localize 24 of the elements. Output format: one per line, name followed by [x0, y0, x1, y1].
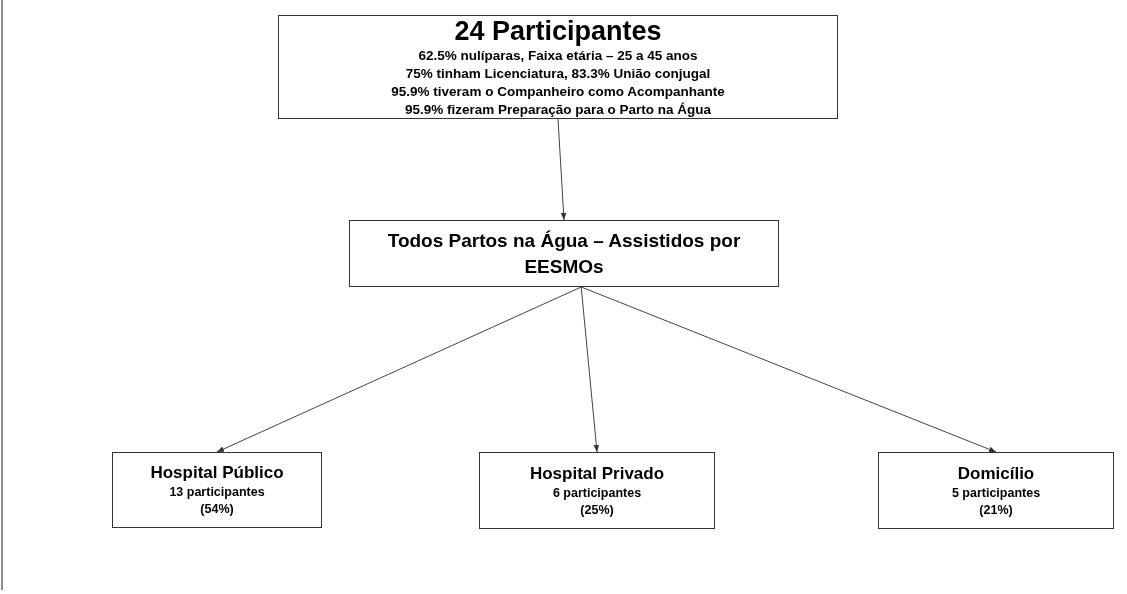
arrow [557, 118, 567, 221]
node-detail: 5 participantes [951, 484, 1041, 502]
arrow [580, 286, 600, 453]
node-title: Todos Partos na Água – Assistidos por EESMOs [386, 228, 742, 279]
node-detail: 6 participantes [552, 484, 642, 502]
node-detail: 95.9% fizeram Preparação para o Parto na Água [404, 101, 712, 119]
node-title: Hospital Privado [529, 462, 665, 485]
node-detail: (21%) [979, 501, 1013, 519]
process-box [278, 15, 838, 119]
node-detail: 95.9% tiveram o Companheiro como Acompanhante [391, 83, 725, 101]
process-box [479, 452, 715, 529]
node-detail: (54%) [200, 501, 234, 518]
node-title: Hospital Público [150, 462, 284, 484]
arrow [216, 286, 582, 453]
node-detail: 75% tinham Licenciatura, 83.3% União conjugal [405, 65, 711, 83]
process-box [349, 220, 779, 287]
node-detail: (25%) [580, 501, 614, 519]
process-box [878, 452, 1114, 529]
node-detail: 13 participantes [169, 484, 265, 501]
node-detail: 62.5% nulíparas, Faixa etária – 25 a 45 anos [418, 47, 698, 65]
arrow [580, 286, 997, 453]
node-title: 24 Participantes [454, 15, 662, 47]
process-box [112, 452, 322, 528]
node-title: Domicílio [957, 462, 1035, 485]
